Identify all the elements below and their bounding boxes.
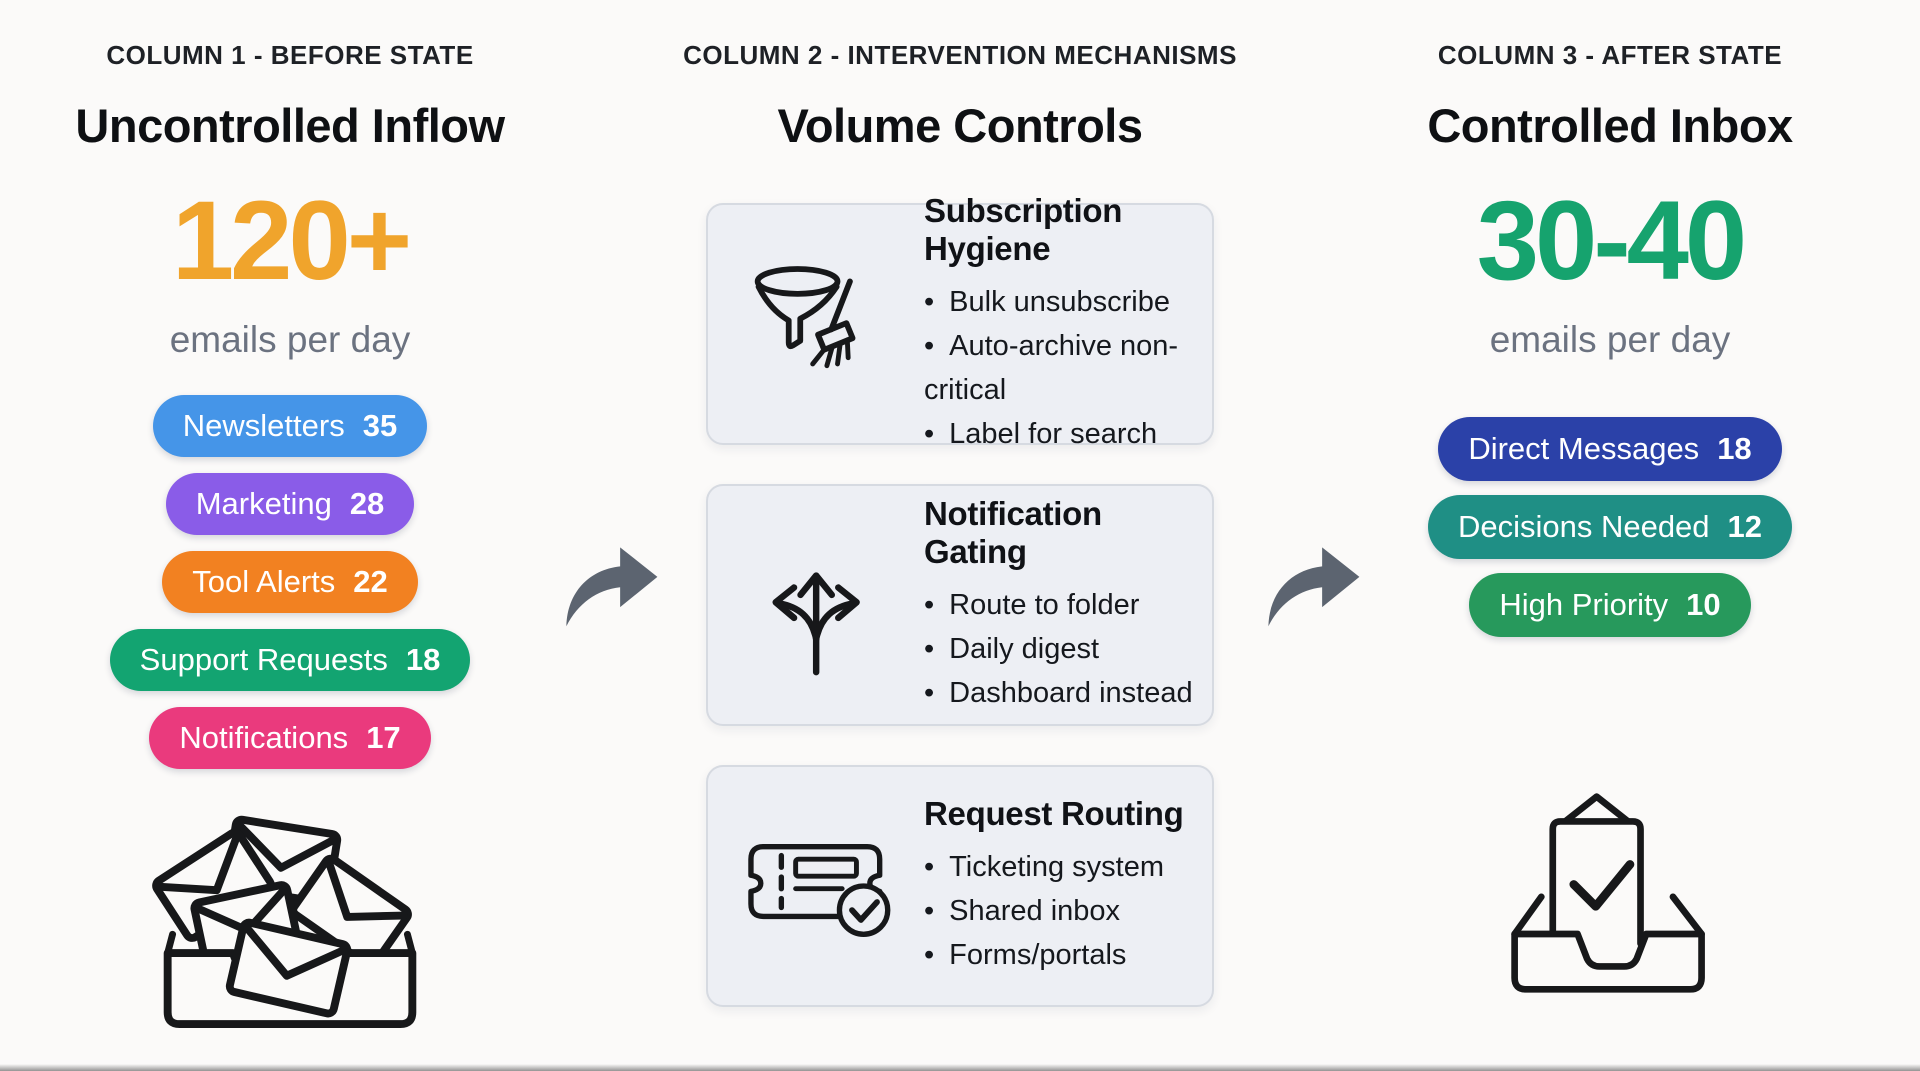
metric-unit: emails per day <box>1489 319 1731 360</box>
intervention-card: Request Routing Ticketing system Shared … <box>706 765 1214 1007</box>
pill-count: 28 <box>349 486 385 521</box>
column-kicker: COLUMN 1 - BEFORE STATE <box>106 40 474 70</box>
before-state-column: COLUMN 1 - BEFORE STATE Uncontrolled Inf… <box>10 40 570 1037</box>
flow-arrow-icon <box>1258 542 1362 629</box>
card-title: Request Routing <box>924 794 1184 832</box>
pill-count: 35 <box>362 408 398 443</box>
card-bullet-list: Route to folder Daily digest Dashboard i… <box>924 583 1204 715</box>
metric-value: 120+ <box>171 178 412 303</box>
pill-count: 12 <box>1727 509 1763 544</box>
overflowing-inbox-icon <box>142 805 438 1032</box>
card-bullet: Dashboard instead <box>924 671 1204 715</box>
category-pill: Direct Messages 18 <box>1438 417 1782 481</box>
pill-label: Marketing <box>195 486 332 521</box>
after-category-pills: Direct Messages 18 Decisions Needed 12 H… <box>1350 417 1870 637</box>
metric-value: 30-40 <box>1476 178 1747 303</box>
before-category-pills: Newsletters 35 Marketing 28 Tool Alerts … <box>10 395 570 769</box>
card-bullet: Ticketing system <box>924 845 1183 889</box>
pill-count: 18 <box>1717 431 1752 466</box>
column-title: Uncontrolled Inflow <box>75 99 505 152</box>
column-kicker: COLUMN 3 - AFTER STATE <box>1437 40 1783 70</box>
pill-label: Support Requests <box>139 642 388 677</box>
card-bullet: Auto-archive non-critical <box>924 324 1204 412</box>
card-bullet: Label for search <box>924 412 1204 456</box>
intervention-column: COLUMN 2 - INTERVENTION MECHANISMS Volum… <box>665 40 1255 1046</box>
card-bullet: Forms/portals <box>924 933 1183 977</box>
flow-arrow-icon <box>556 542 660 629</box>
intervention-card: Notification Gating Route to folder Dail… <box>706 484 1214 726</box>
split-arrows-icon <box>742 534 894 676</box>
card-bullet-list: Ticketing system Shared inbox Forms/port… <box>924 845 1183 977</box>
column-title: Volume Controls <box>777 99 1143 152</box>
pill-label: Newsletters <box>182 408 345 443</box>
category-pill: Newsletters 35 <box>152 395 428 457</box>
funnel-broom-icon <box>742 253 894 395</box>
pill-count: 10 <box>1686 587 1721 622</box>
pill-label: Decisions Needed <box>1457 509 1710 544</box>
pill-count: 22 <box>353 564 388 599</box>
pill-label: Direct Messages <box>1468 431 1700 466</box>
metric-unit: emails per day <box>169 319 411 360</box>
pill-count: 17 <box>366 720 401 755</box>
category-pill: Decisions Needed 12 <box>1427 495 1793 559</box>
ticket-check-icon <box>742 827 894 945</box>
card-bullet-list: Bulk unsubscribe Auto-archive non-critic… <box>924 280 1204 456</box>
card-bullet: Bulk unsubscribe <box>924 280 1204 324</box>
column-title: Controlled Inbox <box>1427 99 1793 152</box>
intervention-cards: Subscription Hygiene Bulk unsubscribe Au… <box>665 192 1255 1007</box>
intervention-card: Subscription Hygiene Bulk unsubscribe Au… <box>706 192 1214 450</box>
category-pill: High Priority 10 <box>1469 573 1751 637</box>
pill-label: Tool Alerts <box>192 564 336 599</box>
card-bullet: Shared inbox <box>924 889 1183 933</box>
category-pill: Support Requests 18 <box>109 629 471 691</box>
column-kicker: COLUMN 2 - INTERVENTION MECHANISMS <box>683 40 1237 70</box>
after-state-column: COLUMN 3 - AFTER STATE Controlled Inbox … <box>1350 40 1870 1002</box>
pill-label: High Priority <box>1499 587 1669 622</box>
bottom-edge-shadow <box>0 1064 1920 1071</box>
category-pill: Marketing 28 <box>165 473 415 535</box>
card-bullet: Daily digest <box>924 627 1204 671</box>
card-bullet: Route to folder <box>924 583 1204 627</box>
pill-label: Notifications <box>179 720 349 755</box>
clean-inbox-icon <box>1486 789 1734 997</box>
category-pill: Notifications 17 <box>149 707 431 769</box>
card-title: Notification Gating <box>924 494 1102 570</box>
category-pill: Tool Alerts 22 <box>162 551 418 613</box>
card-title: Subscription Hygiene <box>924 191 1123 267</box>
pill-count: 18 <box>405 642 441 677</box>
